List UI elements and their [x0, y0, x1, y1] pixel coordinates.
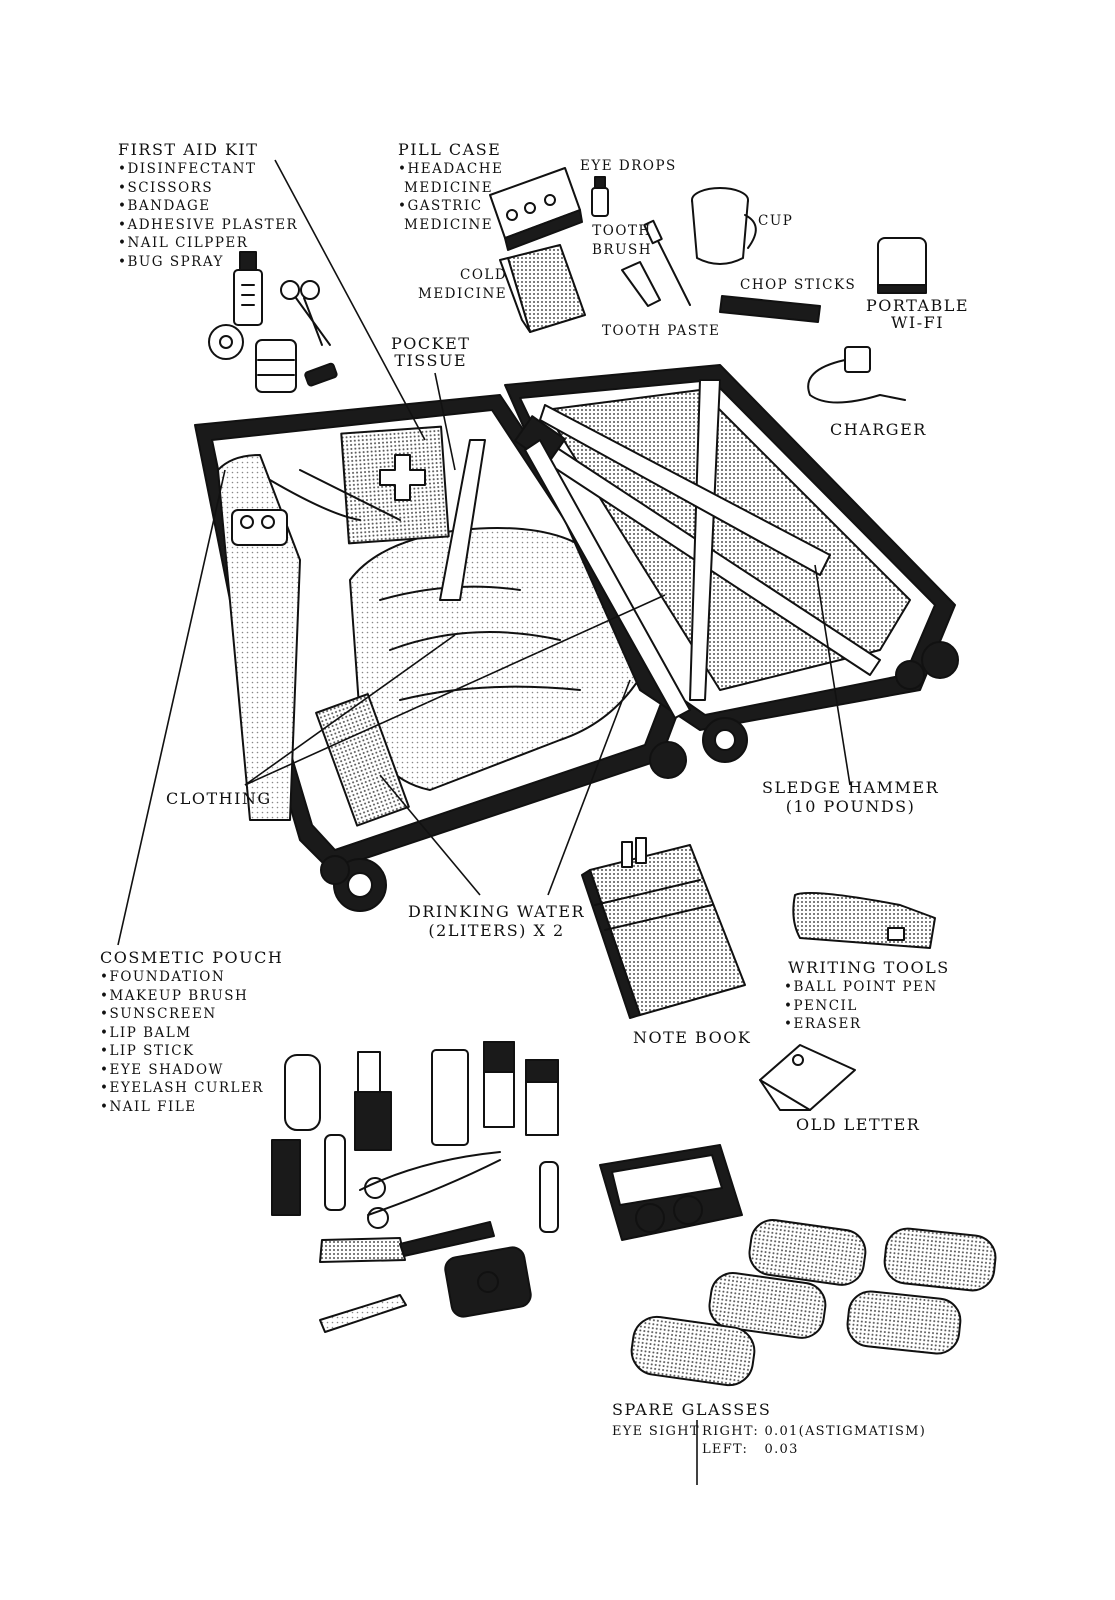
cold-medicine-label: COLD MEDICINE: [418, 266, 507, 303]
cosmetic-pouch-title: COSMETIC POUCH: [100, 948, 284, 967]
cup-icon: [691, 187, 757, 265]
chop-sticks-icon: [719, 295, 821, 323]
tooth-brush-label-line: TOOTH: [592, 223, 652, 239]
cosmetics-icon: [271, 1041, 559, 1333]
cosmetic-item: •EYE SHADOW: [100, 1061, 224, 1078]
pill-case-item: •HEADACHE: [398, 161, 504, 177]
sledge-hammer-label-line: SLEDGE HAMMER: [762, 778, 940, 797]
cosmetic-item: •EYELASH CURLER: [100, 1080, 264, 1096]
charger-label: CHARGER: [830, 420, 927, 439]
cosmetic-item: •FOUNDATION: [100, 969, 226, 985]
pill-case-item: MEDICINE: [404, 179, 494, 196]
spare-glasses-title: SPARE GLASSES: [612, 1400, 772, 1419]
cold-medicine-label-line: COLD: [459, 267, 508, 283]
cosmetic-item: •NAIL FILE: [100, 1098, 197, 1115]
portable-wifi-label: PORTABLE WI-FI: [866, 297, 969, 331]
glasses-case-icon: [599, 1144, 743, 1241]
suitcase-icon: [194, 364, 959, 912]
clothing-label: CLOTHING: [166, 789, 272, 808]
cosmetic-pouch-label-group: COSMETIC POUCH •FOUNDATION •MAKEUP BRUSH…: [100, 948, 283, 1116]
portable-wifi-label-line: WI-FI: [890, 313, 945, 332]
first-aid-item: •DISINFECTANT: [118, 161, 257, 177]
pill-case-item: MEDICINE: [404, 216, 494, 233]
first-aid-item: •BUG SPRAY: [118, 253, 224, 270]
tooth-brush-icon: [643, 219, 691, 306]
eye-drops-label: EYE DROPS: [580, 158, 677, 174]
spare-glasses-cases-icon: [630, 1219, 997, 1387]
tooth-brush-label: TOOTH BRUSH: [592, 222, 652, 259]
cosmetic-item: •LIP STICK: [100, 1043, 195, 1059]
first-aid-item: •ADHESIVE PLASTER: [118, 216, 299, 233]
pocket-tissue-label-line: TISSUE: [394, 351, 468, 370]
cold-medicine-icon: [499, 244, 586, 333]
sledge-hammer-label: SLEDGE HAMMER (10 POUNDS): [762, 778, 939, 816]
charger-icon: [807, 346, 906, 404]
cup-label: CUP: [758, 213, 794, 229]
writing-tools-label-group: WRITING TOOLS •BALL POINT PEN •PENCIL •E…: [784, 958, 950, 1034]
old-letter-icon: [759, 1044, 856, 1111]
first-aid-kit-label-group: FIRST AID KIT •DISINFECTANT •SCISSORS •B…: [118, 140, 298, 271]
chop-sticks-label: CHOP STICKS: [740, 277, 857, 293]
pill-case-icon: [489, 167, 583, 251]
portable-wifi-icon: [877, 237, 927, 294]
first-aid-items-icon: [208, 251, 338, 393]
cosmetic-item: •MAKEUP BRUSH: [100, 987, 249, 1004]
first-aid-item: •SCISSORS: [118, 179, 214, 196]
writing-tool-item: •ERASER: [784, 1016, 862, 1032]
first-aid-item: •BANDAGE: [118, 198, 211, 214]
eye-sight-right: RIGHT: 0.01(ASTIGMATISM): [702, 1424, 927, 1439]
note-book-icon: [581, 837, 746, 1019]
first-aid-item: •NAIL CILPPER: [118, 235, 249, 251]
pill-case-item: •GASTRIC: [398, 198, 483, 214]
eye-sight-label: EYE SIGHT: [612, 1424, 700, 1439]
writing-tool-item: •PENCIL: [784, 997, 858, 1014]
cosmetic-item: •SUNSCREEN: [100, 1006, 217, 1022]
old-letter-label: OLD LETTER: [796, 1115, 921, 1134]
eye-drops-icon: [591, 176, 609, 217]
leader-lines: [117, 159, 851, 1485]
pill-case-label-group: PILL CASE •HEADACHE MEDICINE •GASTRIC ME…: [398, 140, 503, 234]
drinking-water-label: DRINKING WATER (2LITERS) X 2: [408, 902, 585, 940]
writing-tools-title: WRITING TOOLS: [788, 958, 950, 977]
eye-sight-left: LEFT: 0.03: [702, 1442, 799, 1457]
portable-wifi-label-line: PORTABLE: [866, 296, 970, 315]
pill-case-title: PILL CASE: [398, 140, 502, 159]
writing-tool-item: •BALL POINT PEN: [784, 979, 938, 995]
drinking-water-label-line: (2LITERS) X 2: [428, 921, 565, 940]
drinking-water-label-line: DRINKING WATER: [408, 902, 586, 921]
pocket-tissue-label: POCKET TISSUE: [391, 335, 470, 369]
pocket-tissue-label-line: POCKET: [391, 334, 471, 353]
cold-medicine-label-line: MEDICINE: [418, 285, 508, 302]
sledge-hammer-label-line: (10 POUNDS): [785, 797, 916, 816]
first-aid-kit-title: FIRST AID KIT: [118, 140, 259, 159]
note-book-label: NOTE BOOK: [633, 1028, 752, 1047]
tooth-brush-label-line: BRUSH: [592, 241, 652, 258]
cosmetic-item: •LIP BALM: [100, 1024, 192, 1041]
tooth-paste-label: TOOTH PASTE: [602, 323, 721, 339]
pencil-case-icon: [792, 891, 936, 949]
tooth-paste-icon: [621, 261, 661, 307]
